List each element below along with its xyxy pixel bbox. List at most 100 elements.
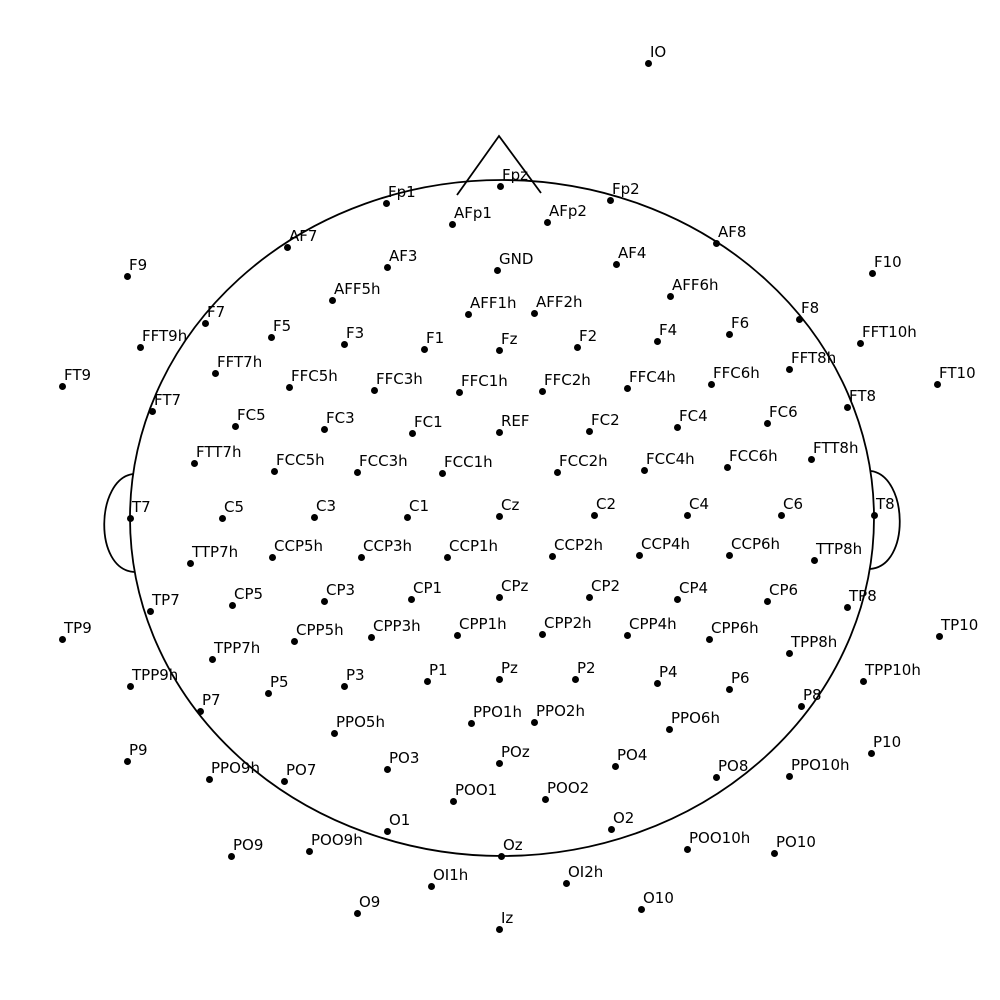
electrode-label: CCP1h — [449, 537, 499, 555]
electrode-dot — [797, 702, 805, 710]
electrode-dot — [328, 296, 336, 304]
electrode-dot — [427, 882, 435, 890]
electrode-label: F8 — [801, 299, 820, 317]
electrode-label: TP7 — [152, 591, 180, 609]
electrode-label: IO — [650, 43, 667, 61]
electrode-label: POz — [501, 743, 530, 761]
electrode-dot — [723, 463, 731, 471]
electrode-label: P2 — [577, 659, 596, 677]
electrode-label: TTP7h — [192, 543, 239, 561]
electrode-dot — [267, 333, 275, 341]
electrode-label: F5 — [273, 317, 292, 335]
electrode-label: Fp1 — [388, 183, 416, 201]
electrode-label: POO9h — [311, 831, 363, 849]
electrode-label: TPP9h — [132, 666, 179, 684]
electrode-dot — [264, 689, 272, 697]
electrode-dot — [205, 775, 213, 783]
electrode-dot — [585, 427, 593, 435]
electrode-label: FC1 — [414, 413, 443, 431]
electrode-label: P5 — [270, 673, 289, 691]
electrode-label: Fz — [501, 330, 518, 348]
electrode-dot — [218, 514, 226, 522]
electrode-dot — [208, 655, 216, 663]
electrode-dot — [705, 635, 713, 643]
electrode-dot — [935, 632, 943, 640]
electrode-label: PPO2h — [536, 702, 585, 720]
electrode-dot — [420, 345, 428, 353]
electrode-dot — [495, 428, 503, 436]
electrode-label: FFT10h — [862, 323, 917, 341]
electrode-dot — [443, 553, 451, 561]
electrode-label: CP5 — [234, 585, 264, 603]
electrode-dot — [227, 852, 235, 860]
electrode-label: CCP4h — [641, 535, 691, 553]
electrode-label: P8 — [803, 686, 822, 704]
electrode-dot — [126, 682, 134, 690]
electrode-dot — [211, 369, 219, 377]
electrode-label: AF4 — [618, 244, 647, 262]
electrode-dot — [353, 909, 361, 917]
electrode-dot — [196, 707, 204, 715]
electrode-dot — [495, 593, 503, 601]
electrode-dot — [530, 718, 538, 726]
electrode-dot — [449, 797, 457, 805]
electrode-label: FC6 — [769, 403, 798, 421]
electrode-label: CP1 — [413, 579, 443, 597]
electrode-label: T7 — [132, 498, 151, 516]
electrode-dot — [870, 511, 878, 519]
electrode-label: Pz — [501, 659, 518, 677]
electrode-dot — [186, 559, 194, 567]
electrode-label: TPP10h — [865, 661, 921, 679]
electrode-label: OI1h — [433, 866, 469, 884]
electrode-dot — [228, 601, 236, 609]
electrode-label: CP4 — [679, 579, 709, 597]
electrode-dot — [843, 403, 851, 411]
electrode-label: TP9 — [64, 619, 92, 637]
electrode-dot — [856, 339, 864, 347]
electrode-label: O10 — [643, 889, 674, 907]
electrode-dot — [495, 759, 503, 767]
electrode-dot — [320, 597, 328, 605]
electrode-label: OI2h — [568, 863, 604, 881]
electrode-dot — [340, 682, 348, 690]
electrode-dot — [859, 677, 867, 685]
electrode-dot — [623, 631, 631, 639]
electrode-label: AFp1 — [454, 204, 492, 222]
electrode-dot — [637, 905, 645, 913]
electrode-dot — [310, 513, 318, 521]
electrode-label: PO7 — [286, 761, 317, 779]
electrode-label: C5 — [224, 498, 245, 516]
electrode-label: FCC4h — [646, 450, 695, 468]
electrode-label: FFT7h — [217, 353, 263, 371]
electrode-dot — [407, 595, 415, 603]
electrode-label: CP3 — [326, 581, 356, 599]
electrode-label: F7 — [207, 303, 226, 321]
electrode-label: C1 — [409, 497, 430, 515]
electrode-dot — [453, 631, 461, 639]
electrode-label: CPP2h — [544, 614, 592, 632]
electrode-dot — [58, 635, 66, 643]
electrode-dot — [367, 633, 375, 641]
electrode-label: F4 — [659, 321, 678, 339]
electrode-label: CP2 — [591, 577, 621, 595]
electrode-dot — [495, 675, 503, 683]
electrode-dot — [283, 243, 291, 251]
electrode-label: TP8 — [849, 587, 877, 605]
electrode-label: C2 — [596, 495, 617, 513]
electrode-dot — [585, 593, 593, 601]
electrode-label: POO10h — [689, 829, 751, 847]
electrode-label: PPO9h — [211, 759, 260, 777]
electrode-label: FTT8h — [813, 439, 859, 457]
electrode-dot — [868, 269, 876, 277]
electrode-dot — [843, 603, 851, 611]
electrode-label: FC4 — [679, 407, 708, 425]
electrode-dot — [464, 310, 472, 318]
electrode-dot — [408, 429, 416, 437]
electrode-dot — [543, 218, 551, 226]
electrode-dot — [623, 384, 631, 392]
electrode-label: C4 — [689, 495, 710, 513]
electrode-label: FCC1h — [444, 453, 493, 471]
electrode-dot — [538, 387, 546, 395]
electrode-label: AF3 — [389, 247, 418, 265]
electrode-label: F1 — [426, 329, 445, 347]
